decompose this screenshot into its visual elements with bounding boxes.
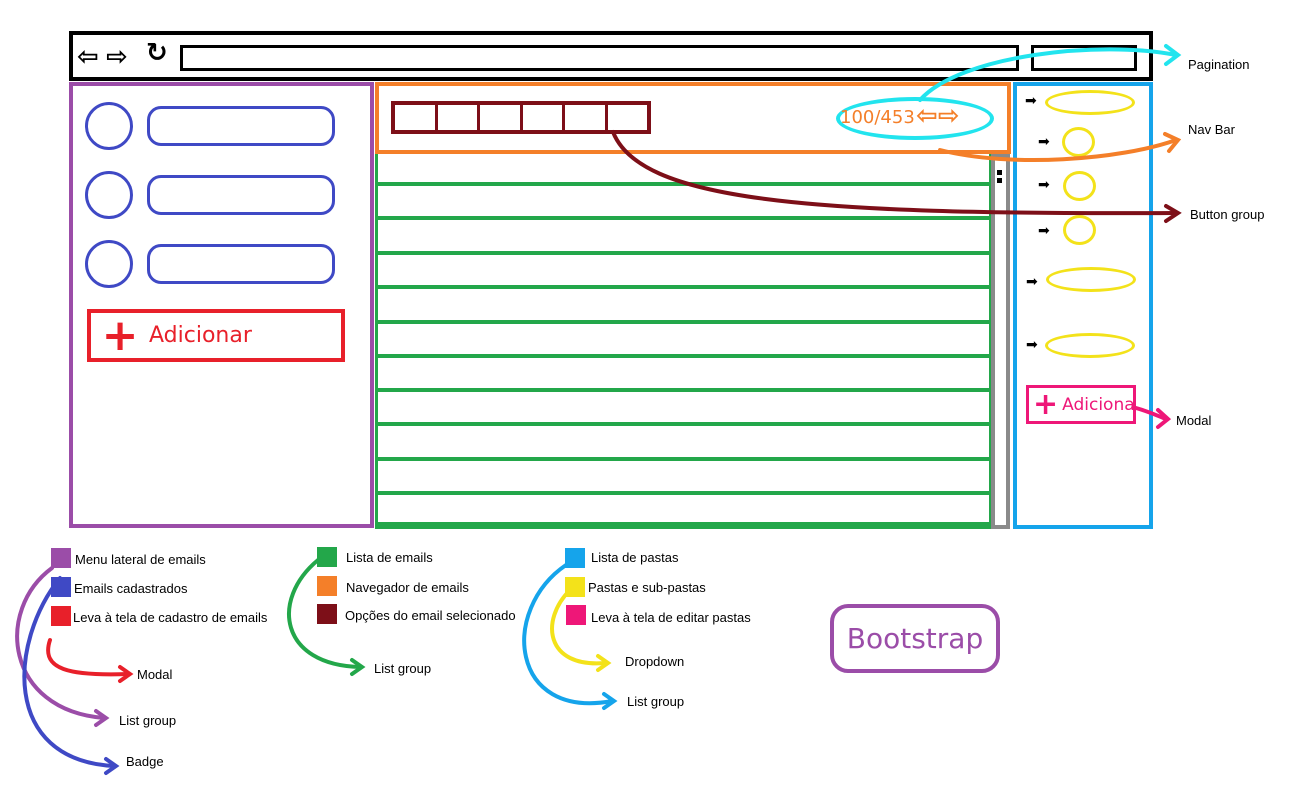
add-folder-label: Adiciona bbox=[1062, 394, 1135, 415]
email-row[interactable] bbox=[378, 182, 989, 186]
add-folder-button[interactable]: + Adiciona bbox=[1026, 385, 1136, 424]
option-button[interactable] bbox=[523, 105, 565, 130]
legend-swatch bbox=[565, 577, 585, 597]
annotation-badge: Badge bbox=[126, 754, 164, 769]
account-item[interactable] bbox=[147, 244, 335, 284]
legend-item: Navegador de emails bbox=[346, 580, 469, 595]
option-button[interactable] bbox=[565, 105, 608, 130]
annotation-list-group-right: List group bbox=[627, 694, 685, 709]
folder-item[interactable] bbox=[1046, 267, 1136, 292]
folder-item[interactable] bbox=[1045, 90, 1135, 115]
legend-item: Leva à tela de editar pastas bbox=[591, 610, 751, 625]
expand-arrow-icon[interactable]: ➡ bbox=[1038, 223, 1050, 239]
email-list-scrollbar[interactable] bbox=[991, 154, 1010, 529]
annotation-nav-bar: Nav Bar bbox=[1188, 122, 1235, 137]
add-email-label: Adicionar bbox=[149, 323, 252, 348]
annotation-button-group: Button group bbox=[1190, 207, 1265, 222]
legend-swatch bbox=[317, 547, 337, 567]
email-row[interactable] bbox=[378, 422, 989, 426]
email-row[interactable] bbox=[378, 285, 989, 289]
legend-item: Lista de emails bbox=[346, 550, 433, 565]
subfolder-item[interactable] bbox=[1063, 215, 1096, 245]
email-options-button-group bbox=[391, 101, 651, 134]
subfolder-item[interactable] bbox=[1063, 171, 1096, 201]
legend-swatch bbox=[317, 576, 337, 596]
email-row[interactable] bbox=[378, 251, 989, 255]
forward-icon[interactable]: ⇨ bbox=[106, 42, 128, 72]
email-list bbox=[375, 154, 992, 529]
bootstrap-label: Bootstrap bbox=[846, 622, 984, 655]
expand-arrow-icon[interactable]: ➡ bbox=[1026, 337, 1038, 353]
annotation-list-group-left: List group bbox=[119, 713, 177, 728]
legend-swatch bbox=[51, 606, 71, 626]
expand-arrow-icon[interactable]: ➡ bbox=[1026, 274, 1038, 290]
legend-swatch bbox=[51, 548, 71, 568]
email-side-menu bbox=[69, 82, 374, 528]
legend-item: Pastas e sub-pastas bbox=[588, 580, 706, 595]
annotation-modal-left: Modal bbox=[137, 667, 173, 682]
legend-swatch bbox=[317, 604, 337, 624]
email-row[interactable] bbox=[378, 216, 989, 220]
legend-item: Opções do email selecionado bbox=[345, 608, 516, 623]
plus-icon: + bbox=[1033, 386, 1059, 422]
annotation-list-group-center: List group bbox=[374, 661, 432, 676]
legend-item: Leva à tela de cadastro de emails bbox=[73, 610, 268, 625]
legend-item: Lista de pastas bbox=[591, 550, 679, 565]
option-button[interactable] bbox=[608, 105, 648, 130]
email-row[interactable] bbox=[378, 354, 989, 358]
account-item[interactable] bbox=[147, 175, 335, 215]
legend-swatch bbox=[51, 577, 71, 597]
option-button[interactable] bbox=[438, 105, 480, 130]
email-row[interactable] bbox=[378, 388, 989, 392]
annotation-pagination: Pagination bbox=[1188, 57, 1250, 72]
option-button[interactable] bbox=[480, 105, 523, 130]
email-row[interactable] bbox=[378, 457, 989, 461]
subfolder-item[interactable] bbox=[1062, 127, 1095, 157]
account-avatar[interactable] bbox=[85, 171, 133, 219]
email-row[interactable] bbox=[378, 491, 989, 495]
legend-item: Menu lateral de emails bbox=[75, 552, 206, 567]
annotation-modal-right: Modal bbox=[1176, 413, 1212, 428]
annotation-dropdown: Dropdown bbox=[625, 654, 685, 669]
legend-swatch bbox=[566, 605, 586, 625]
account-item[interactable] bbox=[147, 106, 335, 146]
account-avatar[interactable] bbox=[85, 240, 133, 288]
address-bar[interactable] bbox=[180, 45, 1019, 71]
expand-arrow-icon[interactable]: ➡ bbox=[1025, 93, 1037, 109]
add-email-button[interactable]: + Adicionar bbox=[87, 309, 345, 362]
account-avatar[interactable] bbox=[85, 102, 133, 150]
pagination-counter: 100/453 bbox=[840, 107, 915, 128]
email-row[interactable] bbox=[378, 320, 989, 324]
reload-icon[interactable]: ↻ bbox=[146, 38, 168, 68]
folder-item[interactable] bbox=[1045, 333, 1135, 358]
expand-arrow-icon[interactable]: ➡ bbox=[1038, 177, 1050, 193]
expand-arrow-icon[interactable]: ➡ bbox=[1038, 134, 1050, 150]
pagination-arrows-icon[interactable]: ⇦⇨ bbox=[916, 101, 960, 131]
legend-item: Emails cadastrados bbox=[74, 581, 188, 596]
back-icon[interactable]: ⇦ bbox=[77, 42, 99, 72]
bootstrap-label-box: Bootstrap bbox=[830, 604, 1000, 673]
plus-icon: + bbox=[101, 309, 139, 361]
legend-swatch bbox=[565, 548, 585, 568]
email-row[interactable] bbox=[378, 522, 989, 526]
option-button[interactable] bbox=[395, 105, 438, 130]
browser-search-box[interactable] bbox=[1031, 45, 1137, 71]
